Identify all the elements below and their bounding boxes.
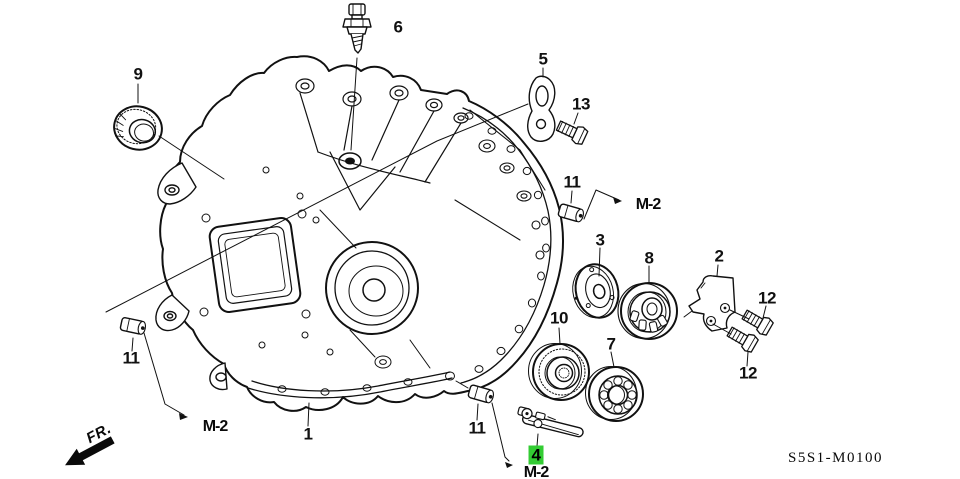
m2-reference: M-2 — [202, 418, 229, 435]
part-8-drawing — [617, 282, 678, 340]
callout-1[interactable]: 1 — [303, 424, 313, 444]
callout-7[interactable]: 7 — [606, 334, 616, 354]
callout-2[interactable]: 2 — [714, 246, 724, 266]
callout-12[interactable]: 12 — [758, 288, 776, 308]
callout-9[interactable]: 9 — [133, 64, 143, 84]
part-12b-drawing — [726, 326, 759, 353]
part-12a-drawing — [741, 309, 774, 336]
m2-arrow-left — [143, 332, 188, 420]
callout-8[interactable]: 8 — [644, 248, 654, 268]
part-6-drawing — [342, 3, 372, 54]
m2-arrow-top — [583, 189, 622, 220]
part-9-drawing — [113, 105, 163, 151]
clutch-case-housing-drawing — [155, 55, 564, 412]
callout-10[interactable]: 10 — [550, 308, 568, 328]
part-4-drawing — [517, 406, 584, 438]
part-2-drawing — [683, 275, 736, 332]
part-13-drawing — [555, 120, 589, 145]
part-5-drawing — [527, 75, 556, 142]
m2-reference: M-2 — [523, 464, 550, 479]
part-3-drawing — [572, 263, 620, 319]
m2-arrow-bottom — [491, 402, 513, 468]
callout-4-highlighted[interactable]: 4 — [528, 445, 544, 465]
callout-11[interactable]: 11 — [122, 348, 140, 368]
part-11-top-drawing — [557, 203, 585, 223]
callout-11[interactable]: 11 — [563, 172, 581, 192]
callout-3[interactable]: 3 — [595, 230, 605, 250]
part-7-drawing — [585, 366, 644, 422]
callout-12[interactable]: 12 — [739, 363, 757, 383]
part-11-left-drawing — [119, 317, 147, 335]
callout-5[interactable]: 5 — [538, 49, 548, 69]
callout-13[interactable]: 13 — [572, 94, 590, 114]
leader-lines — [105, 57, 767, 447]
m2-reference: M-2 — [635, 196, 662, 213]
drawing-code: S5S1-M0100 — [788, 450, 884, 466]
callout-11[interactable]: 11 — [468, 418, 486, 438]
fr-direction-arrow — [65, 436, 115, 466]
part-11-bottom-drawing — [467, 384, 495, 404]
callout-6[interactable]: 6 — [393, 17, 403, 37]
part-10-drawing — [528, 343, 590, 401]
